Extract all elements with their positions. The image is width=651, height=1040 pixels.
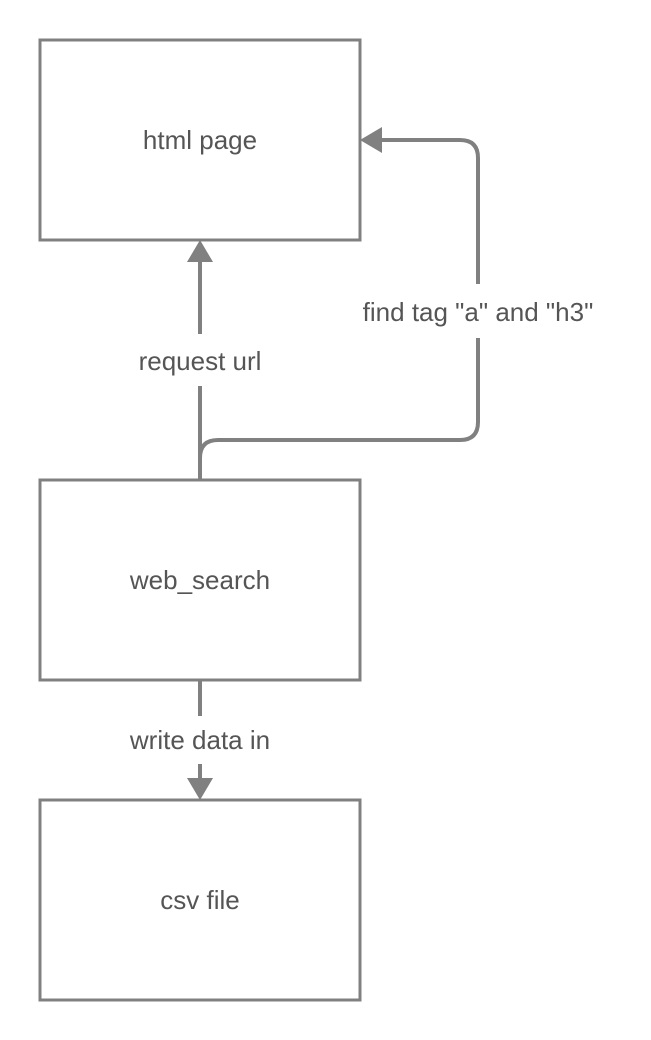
node-web-search-label: web_search (129, 565, 270, 595)
edge-request-url-label: request url (139, 346, 262, 376)
edge-find-tags-arrowhead (360, 127, 382, 153)
edge-find-tags-label: find tag "a" and "h3" (363, 297, 594, 327)
edge-request-url-arrowhead (187, 240, 213, 262)
node-csv-file-label: csv file (160, 885, 239, 915)
edge-find-tags-line-lower (198, 338, 480, 480)
edge-find-tags-line-upper (378, 138, 480, 284)
edge-write-data-label: write data in (129, 725, 270, 755)
edge-write-data-arrowhead (187, 778, 213, 800)
node-html-page-label: html page (143, 125, 257, 155)
